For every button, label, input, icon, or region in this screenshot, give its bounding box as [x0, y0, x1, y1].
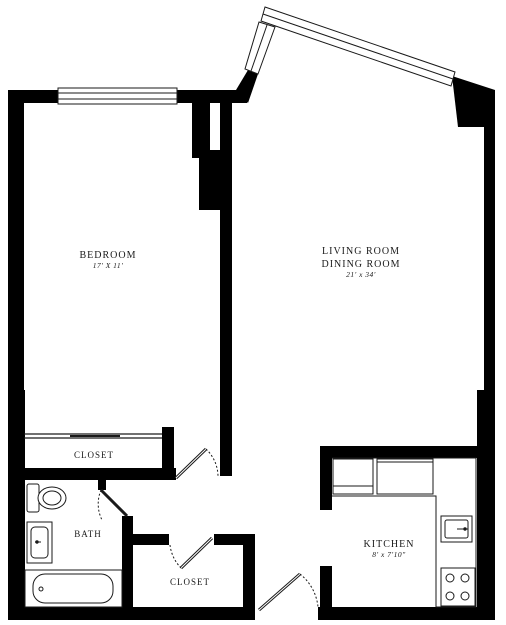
bedroom-closet: [24, 433, 162, 439]
bedroom-label: BEDROOM: [79, 250, 136, 261]
kitchen-sink-icon: [440, 515, 473, 543]
bath-fixtures: [24, 483, 123, 608]
room-labels: BEDROOM 17' X 11' LIVING ROOM DINING ROO…: [74, 246, 415, 587]
living-room-dims: 21' x 34': [346, 270, 376, 279]
toilet-icon: [26, 483, 67, 513]
bath-label: BATH: [74, 529, 102, 539]
living-room-label: LIVING ROOM: [322, 246, 400, 257]
dining-room-label: DINING ROOM: [321, 259, 400, 270]
walls: [8, 70, 495, 620]
stove-icon: [440, 567, 476, 607]
bedroom-window: [57, 87, 178, 105]
bedroom-closet-label: CLOSET: [74, 450, 114, 460]
kitchen-label: KITCHEN: [364, 539, 415, 550]
kitchen-dims: 8' x 7'10": [372, 550, 406, 559]
refrigerator-icon: [332, 458, 374, 495]
doors: [97, 447, 319, 612]
cabinet-icon: [376, 458, 434, 495]
hall-closet-label: CLOSET: [170, 577, 210, 587]
bay-window: [244, 6, 456, 87]
bedroom-dims: 17' X 11': [93, 261, 123, 270]
bath-sink-icon: [26, 521, 53, 564]
bathtub-icon: [24, 569, 123, 608]
kitchen-fixtures: [332, 457, 477, 608]
